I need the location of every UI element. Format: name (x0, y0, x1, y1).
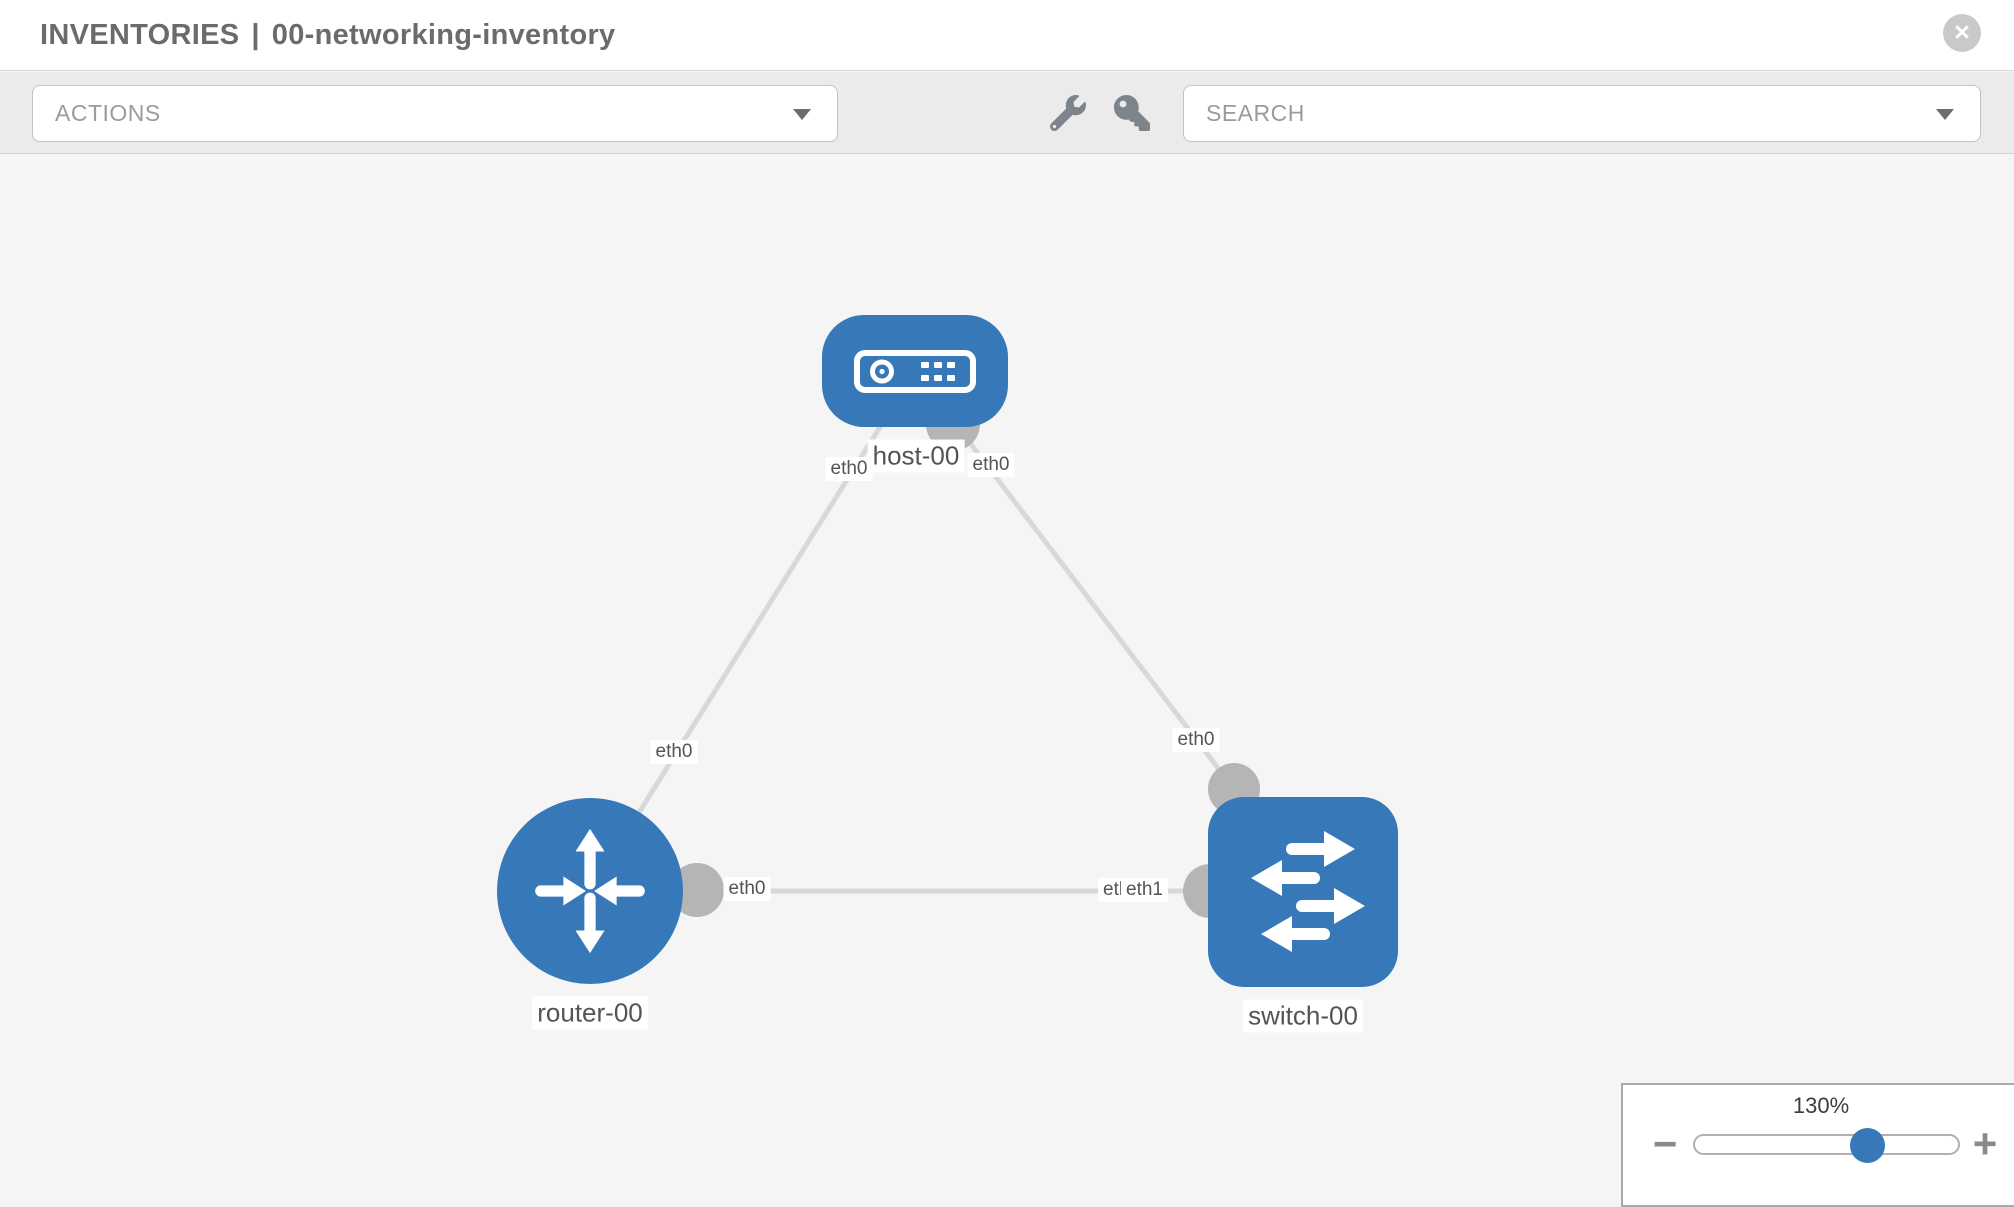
zoom-slider-track[interactable] (1693, 1128, 1960, 1163)
interface-label-switch-to-host: eth0 (1172, 728, 1220, 752)
minus-icon: − (1652, 1120, 1678, 1167)
search-dropdown[interactable]: SEARCH (1183, 85, 1981, 142)
actions-dropdown-label: ACTIONS (55, 100, 161, 126)
topology-canvas[interactable]: host-00 router-00 switch-00 eth0 eth0 et… (0, 154, 2014, 1200)
actions-dropdown[interactable]: ACTIONS (32, 85, 838, 142)
zoom-level-label: 130% (1792, 1093, 1850, 1118)
close-icon: × (1954, 16, 1970, 47)
interface-label-router-to-host: eth0 (650, 740, 698, 764)
breadcrumb-section: INVENTORIES (40, 19, 240, 51)
host-icon (854, 350, 976, 393)
plus-icon: + (1972, 1120, 1998, 1167)
zoom-in-button[interactable]: + (1965, 1123, 2005, 1165)
topology-links-layer (587, 369, 1303, 918)
zoom-panel: 130% − + (1621, 1083, 2014, 1207)
credentials-button[interactable] (1114, 95, 1150, 131)
interface-label-router-to-switch: eth0 (723, 877, 771, 901)
node-label-switch: switch-00 (1243, 999, 1363, 1033)
switch-icon (1251, 831, 1365, 952)
caret-down-icon (793, 108, 811, 120)
interface-label-host-to-switch: eth0 (967, 453, 1015, 477)
zoom-slider-thumb[interactable] (1850, 1128, 1885, 1163)
breadcrumb-separator: | (251, 19, 260, 51)
key-icon (1114, 95, 1150, 131)
search-placeholder: SEARCH (1206, 100, 1305, 126)
zoom-out-button[interactable]: − (1645, 1123, 1685, 1165)
port-router-eth0[interactable] (670, 863, 724, 917)
node-switch-00[interactable] (1208, 797, 1398, 987)
configure-button[interactable] (1049, 95, 1086, 132)
node-router-00[interactable] (497, 798, 683, 984)
node-label-host: host-00 (867, 439, 965, 473)
caret-down-icon (1936, 108, 1954, 120)
interface-label-host-to-router: eth0 (825, 457, 873, 481)
zoom-slider-row: − + (1623, 1123, 2014, 1165)
window-header: INVENTORIES | 00-networking-inventory × (0, 0, 2014, 71)
toolbar: ACTIONS SEARCH (0, 72, 2014, 154)
close-button[interactable]: × (1943, 14, 1981, 52)
node-label-router: router-00 (532, 996, 648, 1030)
wrench-icon (1049, 95, 1086, 132)
node-host-00[interactable] (822, 315, 1008, 427)
router-icon (535, 828, 645, 954)
page-title: INVENTORIES | 00-networking-inventory (40, 0, 615, 71)
interface-label-switch-to-router: eth1 (1121, 878, 1168, 902)
breadcrumb-inventory-name: 00-networking-inventory (271, 19, 616, 51)
